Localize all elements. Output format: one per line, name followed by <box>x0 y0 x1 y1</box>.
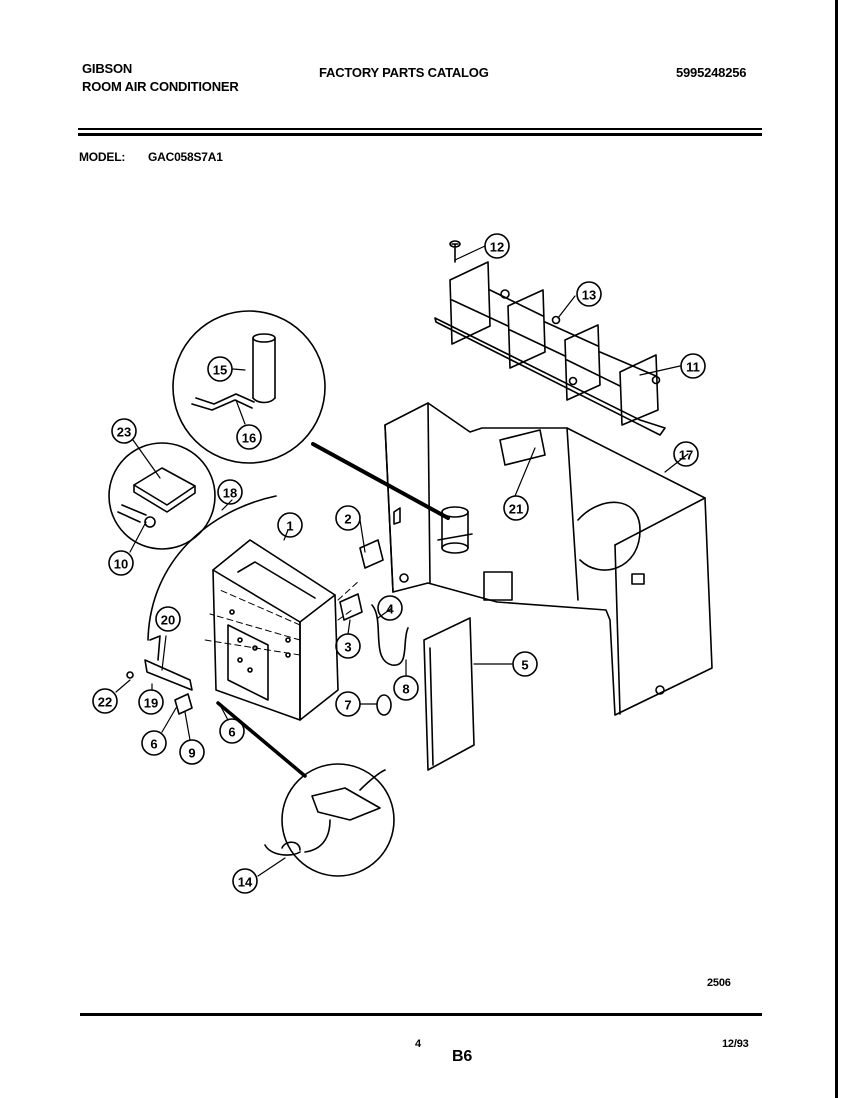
grommet <box>376 694 392 716</box>
product-name: ROOM AIR CONDITIONER <box>82 79 239 94</box>
callout-6: 6 <box>150 737 157 752</box>
callout-2: 2 <box>344 512 351 527</box>
brand-name: GIBSON <box>82 61 133 76</box>
callout-15: 15 <box>213 363 227 378</box>
callout-3: 3 <box>344 640 351 655</box>
callout-12: 12 <box>490 240 504 255</box>
callout-17: 17 <box>679 448 693 463</box>
callout-8: 8 <box>402 682 409 697</box>
callout-20: 20 <box>161 613 175 628</box>
callout-19: 19 <box>144 696 158 711</box>
section-code: B6 <box>452 1048 473 1065</box>
side-panel <box>423 617 475 771</box>
bracket-part <box>126 635 193 691</box>
model-value: GAC058S7A1 <box>148 150 223 164</box>
callout-22: 22 <box>98 695 112 710</box>
print-date: 12/93 <box>722 1038 749 1050</box>
thermostat-wire <box>371 604 409 666</box>
top-bracket-assembly <box>434 240 666 436</box>
detail-circle-switch <box>108 442 216 550</box>
callout-numbers: 12 13 11 15 16 23 17 18 21 1 2 10 4 20 3… <box>98 240 700 890</box>
callout-16: 16 <box>242 431 256 446</box>
callout-1: 1 <box>286 519 293 534</box>
callout-6b: 6 <box>228 725 235 740</box>
callout-10: 10 <box>114 557 128 572</box>
control-box <box>204 539 361 721</box>
capacitor-in-cabinet <box>437 506 473 554</box>
catalog-title: FACTORY PARTS CATALOG <box>319 65 489 80</box>
callout-circles <box>92 233 706 894</box>
callout-leaders <box>115 245 689 877</box>
cabinet-shell <box>384 402 713 716</box>
callout-21: 21 <box>509 502 523 517</box>
switch-parts <box>174 539 384 715</box>
callout-18: 18 <box>223 486 237 501</box>
callout-4: 4 <box>386 602 394 617</box>
footer-rule <box>80 1013 762 1016</box>
callout-9: 9 <box>188 746 195 761</box>
callout-5: 5 <box>521 658 528 673</box>
catalog-number: 5995248256 <box>676 65 747 80</box>
callout-23: 23 <box>117 425 131 440</box>
wire-harness <box>147 495 277 641</box>
header-rule-bottom <box>78 133 762 136</box>
detail-circle-wiring <box>216 701 395 877</box>
page-right-border <box>835 0 838 1098</box>
detail-circle-capacitor <box>172 310 450 520</box>
header-rule-top <box>78 128 762 130</box>
figure-code: 2506 <box>707 977 731 989</box>
callout-7: 7 <box>344 698 351 713</box>
model-label: MODEL: <box>79 150 126 164</box>
callout-14: 14 <box>238 875 253 890</box>
page-number: 4 <box>415 1038 421 1050</box>
callout-11: 11 <box>686 360 700 375</box>
callout-13: 13 <box>582 288 596 303</box>
